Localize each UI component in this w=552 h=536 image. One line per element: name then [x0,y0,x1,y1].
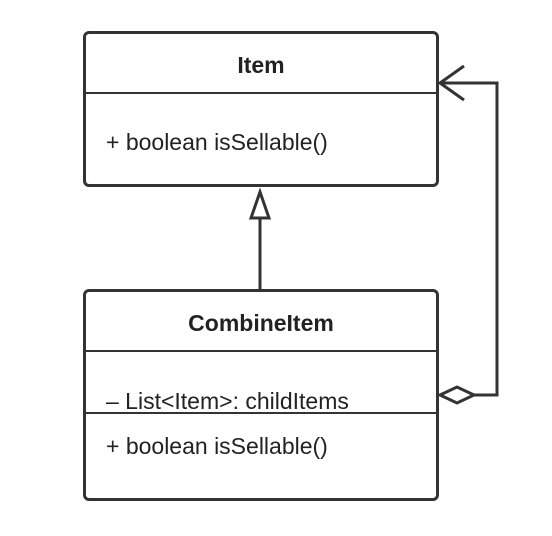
generalization-arrowhead-icon [248,187,272,220]
class-combine-item-divider-2 [86,412,436,414]
class-combine-item-divider-1 [86,350,436,352]
class-combine-item-name: CombineItem [188,310,334,336]
aggregation-open-arrowhead-icon [437,64,465,102]
aggregation-diamond-icon [436,385,478,405]
class-combine-item-attribute: – List<Item>: childItems [106,388,349,414]
class-item: Item + boolean isSellable() [83,31,439,187]
aggregation-line [440,81,499,397]
class-item-divider [86,92,436,94]
class-item-method: + boolean isSellable() [106,129,328,155]
class-combine-item-method: + boolean isSellable() [106,433,328,459]
class-combine-item: CombineItem – List<Item>: childItems + b… [83,289,439,501]
class-item-name: Item [237,52,285,78]
